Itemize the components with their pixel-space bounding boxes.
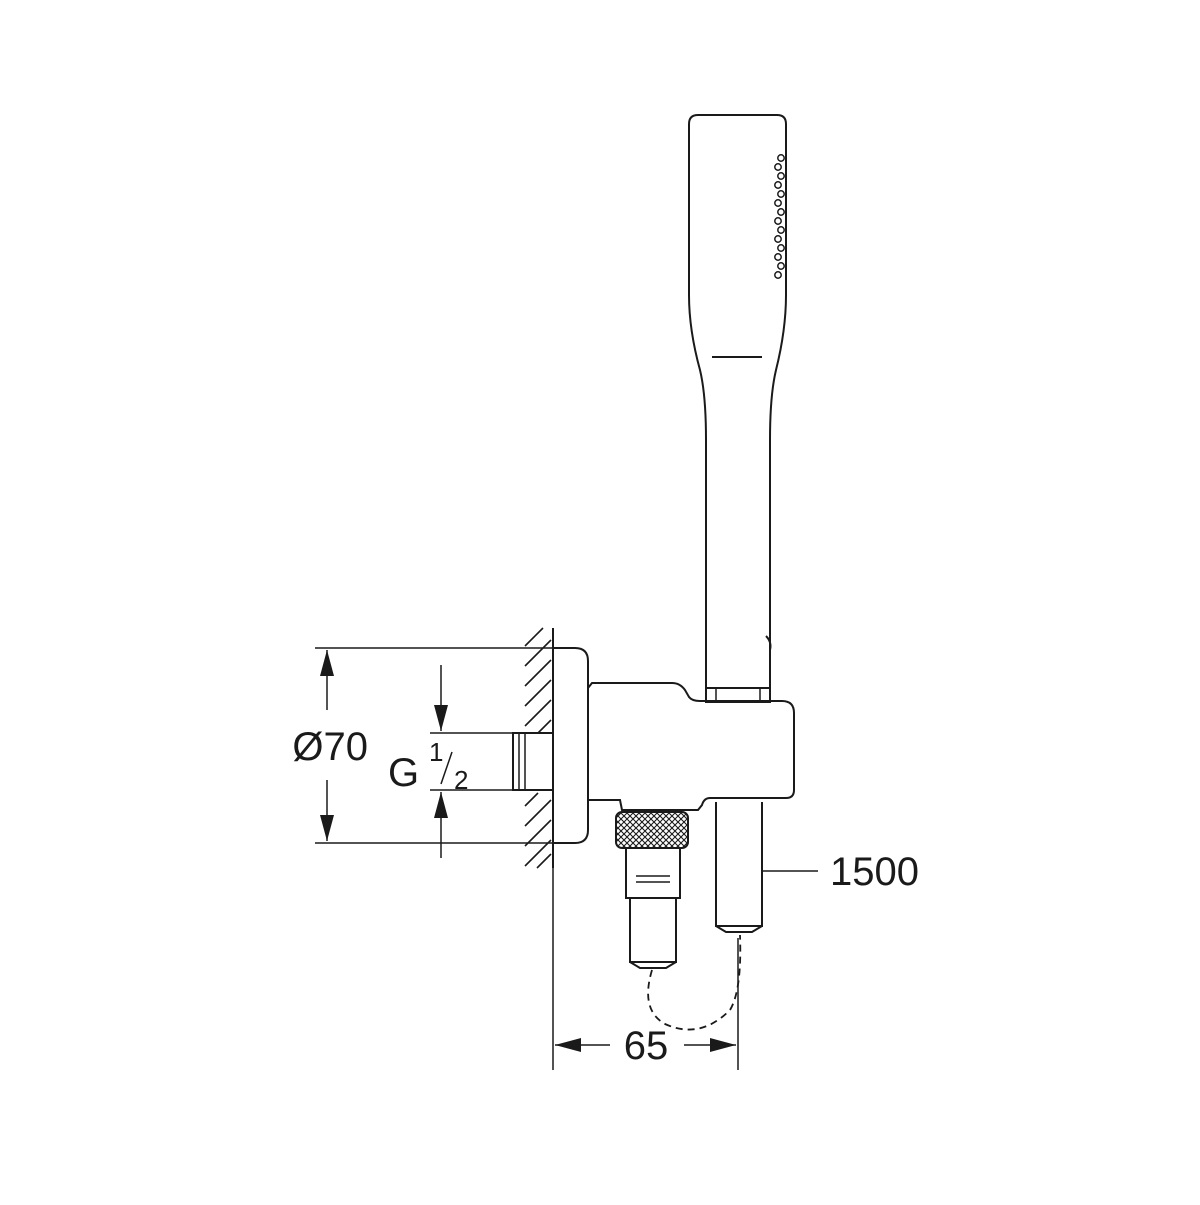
shower-logo-mark [765,635,772,651]
arrow-up [434,792,448,818]
flange-diameter-label: Ø70 [292,725,368,769]
dimension-flange-diameter: Ø70 [292,647,553,844]
projection-label: 65 [624,1024,669,1068]
holder-body [587,682,795,811]
arrow-left [555,1038,581,1052]
hose-loop [647,934,742,1031]
knurled-nut [615,811,689,849]
hose-connector [615,811,689,969]
arrow-down [434,705,448,731]
wall [524,627,554,869]
arrow-up [320,650,334,676]
thread-label-prefix: G [388,751,419,795]
connector-sleeve [625,848,681,899]
hose-length-label: 1500 [830,850,919,894]
thread-label-denominator: 2 [454,765,468,795]
dimension-thread: G 1 2 [388,665,513,858]
hose-end-right-cap [715,925,763,933]
wall-flange [553,647,589,844]
threaded-connection [512,732,554,791]
wall-hatching [524,627,552,869]
hose-end-left-cap [629,961,677,969]
hose-end-right [715,802,763,927]
spray-nozzles [774,154,785,279]
thread-stub [512,732,554,791]
hand-shower [688,114,787,703]
thread-fraction-bar [440,751,453,785]
arrow-down [320,815,334,841]
dimension-projection: 65 [552,868,739,1070]
shower-handle-outline [688,114,787,689]
thread-label-numerator: 1 [429,737,443,767]
arrow-right [710,1038,736,1052]
hose-end-left [629,898,677,963]
dimension-hose-length: 1500 [762,850,919,894]
